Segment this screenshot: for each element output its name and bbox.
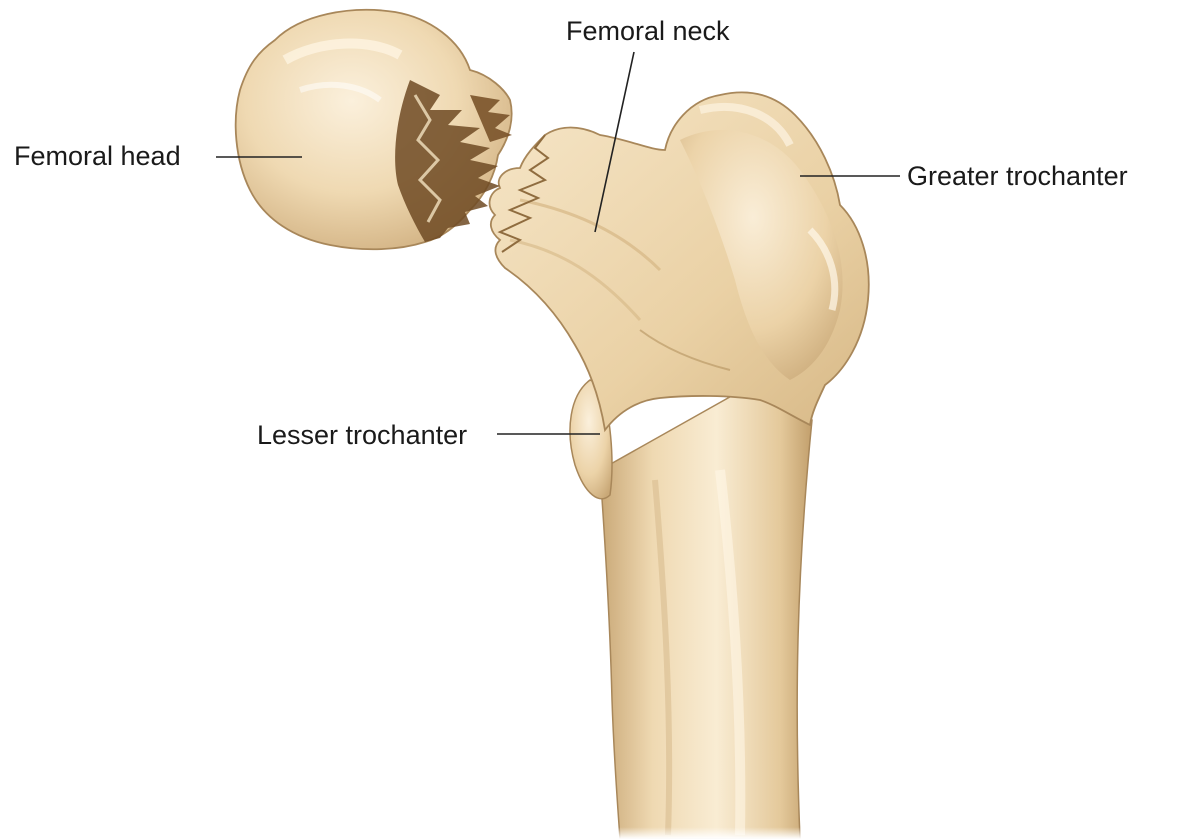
femoral-head (236, 10, 512, 249)
label-femoral-head: Femoral head (14, 143, 181, 170)
label-femoral-neck: Femoral neck (566, 18, 730, 45)
label-greater-trochanter: Greater trochanter (907, 163, 1128, 190)
femoral-neck-and-trochanter (490, 92, 869, 430)
label-lesser-trochanter: Lesser trochanter (257, 422, 467, 449)
